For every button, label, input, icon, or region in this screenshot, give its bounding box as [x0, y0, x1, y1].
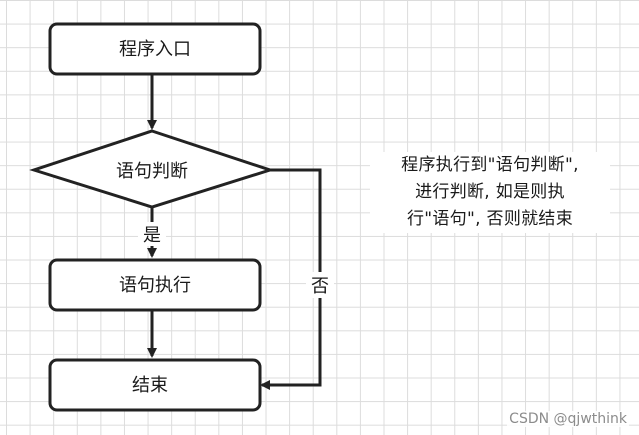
yes-label-bg [138, 222, 166, 246]
note-line: 程序执行到"语句判断", [401, 155, 579, 175]
no-label: 否 [311, 276, 329, 297]
start-node-label: 程序入口 [119, 39, 191, 60]
decision-node-label: 语句判断 [116, 161, 188, 182]
yes-label: 是 [143, 225, 161, 246]
explanation-note: 程序执行到"语句判断", 进行判断, 如是则执 行"语句", 否则就结束 [370, 152, 610, 233]
note-line: 进行判断, 如是则执 [415, 182, 565, 202]
watermark: CSDN @qjwthink [507, 411, 629, 427]
process-node: 语句执行 [48, 258, 262, 312]
start-node: 程序入口 [48, 22, 262, 76]
decision-node: 语句判断 [29, 129, 275, 209]
note-line: 行"语句", 否则就结束 [406, 209, 574, 229]
no-label-bg [306, 272, 334, 298]
end-node: 结束 [48, 358, 262, 412]
process-node-label: 语句执行 [119, 275, 191, 296]
end-node-label: 结束 [132, 375, 168, 396]
